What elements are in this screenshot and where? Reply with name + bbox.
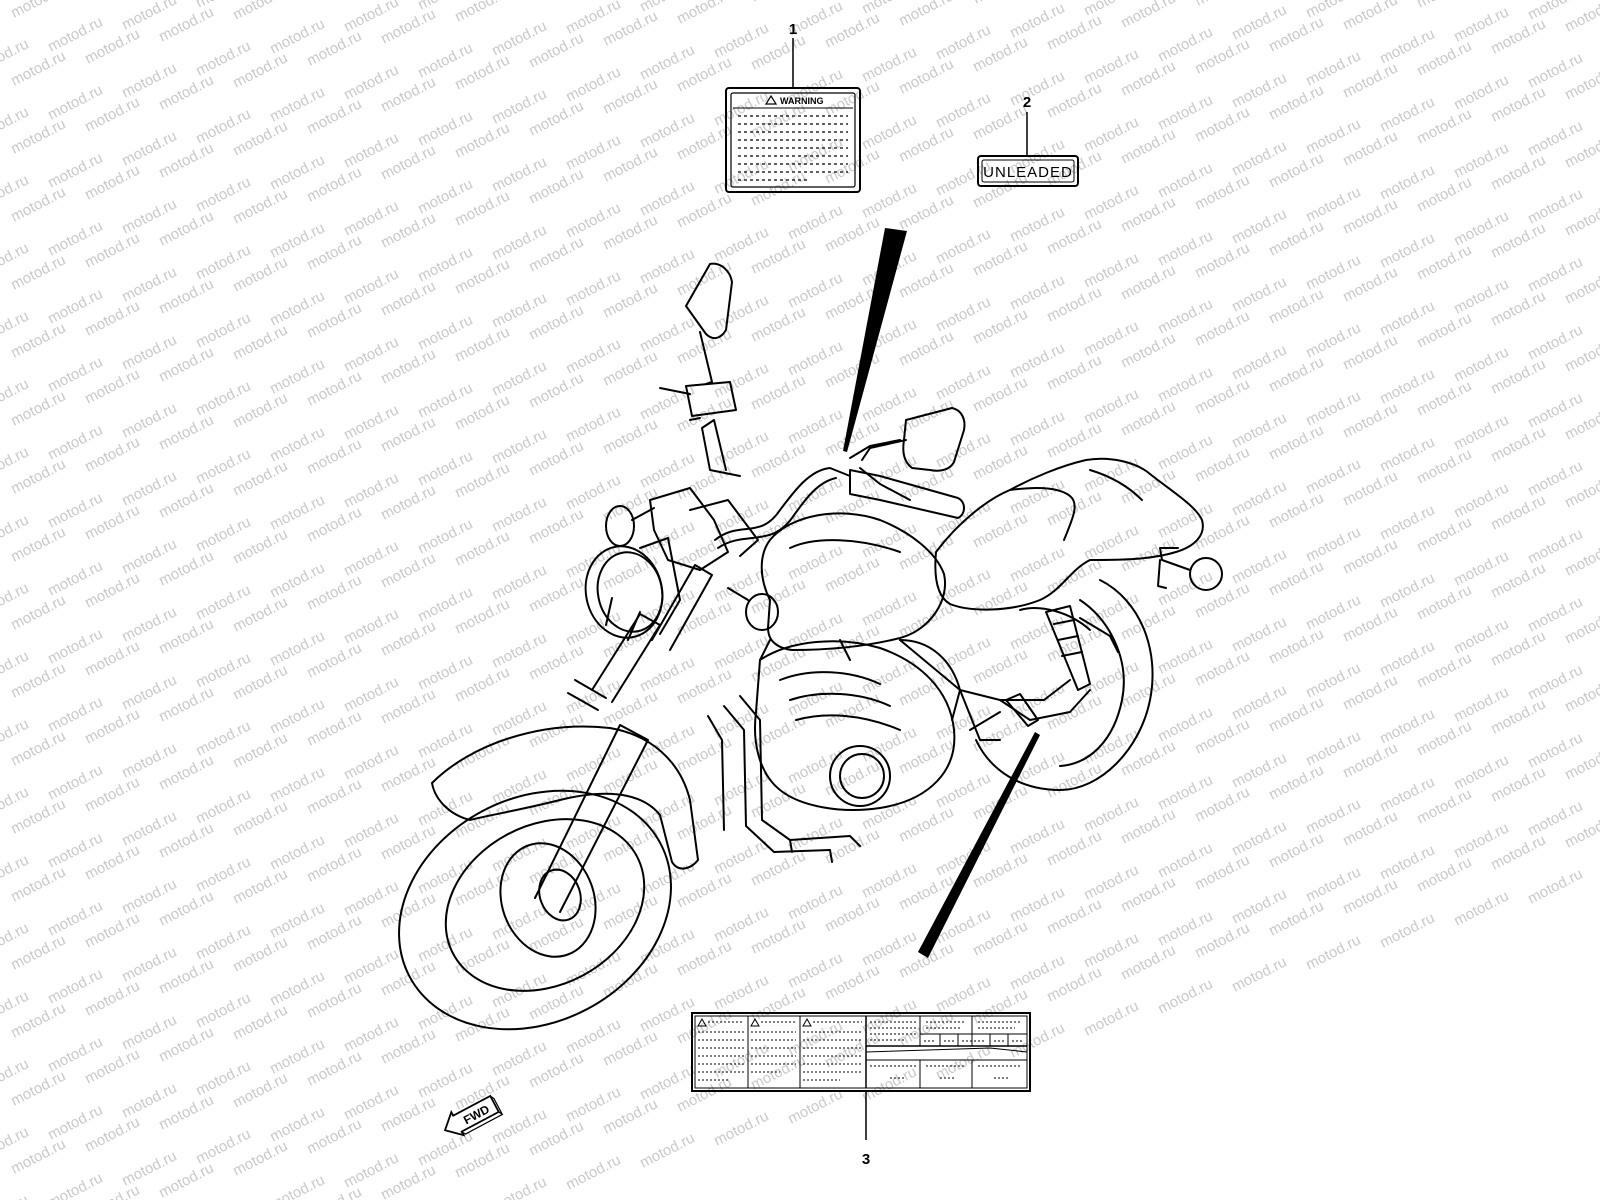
watermark-text: motod.ru xyxy=(1340,0,1400,34)
watermark-text: motod.ru xyxy=(304,0,364,2)
rear-shock xyxy=(1045,605,1119,691)
watermark-text: motod.ru xyxy=(526,0,586,4)
warning-triangle-icon xyxy=(764,94,778,105)
watermark-text: motod.ru xyxy=(1303,932,1363,974)
warning-label: WARNING xyxy=(725,87,861,193)
exhaust-pipes xyxy=(707,695,861,863)
info-label-text-columns xyxy=(698,1021,862,1081)
watermark-text: motod.ru xyxy=(563,1152,623,1194)
watermark-text: motod.ru xyxy=(1081,998,1141,1040)
pointer-lines xyxy=(843,228,1040,958)
callout-number-2: 2 xyxy=(1023,94,1031,111)
unleaded-label: UNLEADED xyxy=(977,155,1079,187)
watermark-text: motod.ru xyxy=(45,1170,105,1200)
watermark-text: motod.ru xyxy=(1414,0,1474,12)
info-label-table-text xyxy=(870,1021,1024,1079)
front-fender xyxy=(431,725,699,870)
handlebars xyxy=(659,381,965,549)
motorcycle-drawing xyxy=(398,262,1223,1031)
watermark-text: motod.ru xyxy=(1229,954,1289,996)
mirrors xyxy=(685,262,966,472)
forward-arrow-icon xyxy=(443,1094,500,1137)
watermark-text: motod.ru xyxy=(1155,976,1215,1018)
watermark-text: motod.ru xyxy=(1525,866,1585,908)
info-label xyxy=(691,1012,1031,1092)
watermark-text: motod.ru xyxy=(637,1130,697,1172)
watermark-text: motod.ru xyxy=(1192,0,1252,10)
engine xyxy=(754,639,961,811)
watermark-text: motod.ru xyxy=(859,1064,919,1106)
watermark-text: motod.ru xyxy=(1118,0,1178,32)
watermark-text: motod.ru xyxy=(452,0,512,26)
fuel-tank xyxy=(760,512,947,651)
watermark-text: motod.ru xyxy=(711,1108,771,1150)
watermark-text: motod.ru xyxy=(896,0,956,30)
info-label-warning-icon-3 xyxy=(802,1017,812,1027)
watermark-text: motod.ru xyxy=(970,0,1030,8)
headlight xyxy=(584,537,681,639)
front-wheel xyxy=(398,789,672,1031)
callout-3: 3 xyxy=(862,1091,870,1168)
unleaded-label-text: UNLEADED xyxy=(983,164,1073,181)
warning-label-text-lines xyxy=(738,115,848,181)
watermark-text: motod.ru xyxy=(674,0,734,28)
watermark-text: motod.ru xyxy=(489,1174,549,1200)
watermark-text: motod.ru xyxy=(8,0,68,22)
callout-number-3: 3 xyxy=(862,1151,870,1168)
watermark-text: motod.ru xyxy=(1451,888,1511,930)
instrument-cluster xyxy=(649,487,759,571)
info-label-warning-icon-2 xyxy=(750,1017,760,1027)
watermark-text: motod.ru xyxy=(1377,910,1437,952)
watermark-text: motod.ru xyxy=(748,0,808,6)
front-forks xyxy=(534,564,713,913)
info-label-table xyxy=(865,1016,1028,1088)
callout-1: 1 xyxy=(789,21,797,88)
info-label-warning-icon-1 xyxy=(697,1017,707,1027)
watermark-text: motod.ru xyxy=(267,1172,327,1200)
watermark-text: motod.ru xyxy=(0,1192,32,1200)
callout-2: 2 xyxy=(1023,94,1031,156)
seat xyxy=(934,457,1204,611)
watermark-text: motod.ru xyxy=(230,0,290,24)
callout-number-1: 1 xyxy=(789,21,797,38)
warning-label-title: WARNING xyxy=(780,96,824,106)
footpeg xyxy=(969,693,1039,731)
pointer-from-swingarm xyxy=(918,732,1040,958)
pointer-to-tank xyxy=(843,228,907,452)
